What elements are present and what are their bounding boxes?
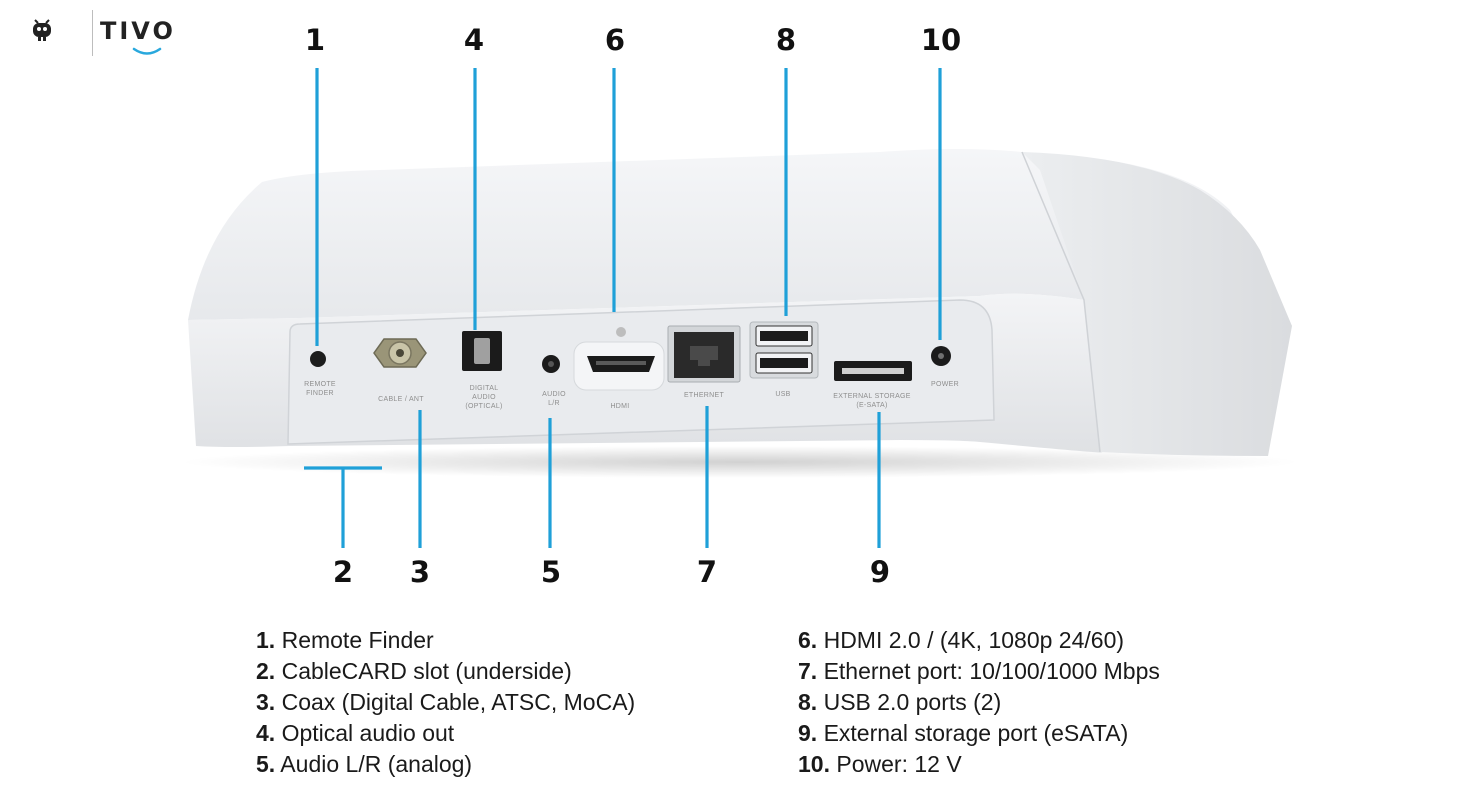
legend-item-text: Power: 12 V — [829, 751, 962, 777]
legend-item: 9. External storage port (eSATA) — [798, 718, 1160, 749]
device-top-surface — [188, 149, 1292, 326]
legend-item: 6. HDMI 2.0 / (4K, 1080p 24/60) — [798, 625, 1160, 656]
usb-label: USB — [775, 391, 791, 398]
audio-lr-label: AUDIO L/R — [542, 391, 566, 407]
legend-item-text: USB 2.0 ports (2) — [817, 689, 1002, 715]
legend-item: 3. Coax (Digital Cable, ATSC, MoCA) — [256, 687, 635, 718]
legend-item-text: HDMI 2.0 / (4K, 1080p 24/60) — [817, 627, 1125, 653]
legend-item-number: 4. — [256, 720, 276, 746]
legend-item-number: 3. — [256, 689, 276, 715]
coax-port — [373, 338, 427, 368]
callout-leader-lines — [304, 68, 942, 548]
callout-number-6: 6 — [604, 23, 626, 57]
legend-item-number: 9. — [798, 720, 818, 746]
cable-ant-label: CABLE / ANT — [378, 396, 424, 403]
callout-number-7: 7 — [696, 555, 718, 589]
device-rear-panel-diagram — [180, 68, 1300, 548]
ethernet-port — [667, 325, 741, 383]
legend-item-text: Remote Finder — [275, 627, 434, 653]
legend-item: 8. USB 2.0 ports (2) — [798, 687, 1160, 718]
hdmi-port — [573, 327, 665, 391]
legend-item-number: 10. — [798, 751, 830, 777]
callout-number-1: 1 — [304, 23, 326, 57]
ethernet-label: ETHERNET — [683, 392, 725, 399]
logo-swoosh-icon — [132, 47, 162, 55]
callout-number-2: 2 — [332, 555, 354, 589]
legend-item-number: 1. — [256, 627, 276, 653]
legend-item-text: Coax (Digital Cable, ATSC, MoCA) — [275, 689, 636, 715]
power-label: POWER — [931, 381, 959, 388]
logo-divider — [92, 10, 93, 56]
tivo-mascot-icon — [33, 19, 51, 41]
hdmi-label: HDMI — [610, 403, 630, 410]
legend-item: 2. CableCARD slot (underside) — [256, 656, 635, 687]
remote-finder-label: REMOTE FINDER — [304, 381, 336, 397]
legend-right-column: 6. HDMI 2.0 / (4K, 1080p 24/60) 7. Ether… — [798, 625, 1160, 780]
end-cap-seam — [1021, 151, 1101, 453]
optical-audio-port — [462, 331, 502, 371]
callout-number-4: 4 — [463, 23, 485, 57]
tivo-logo: TIVO — [32, 6, 182, 56]
legend-item-text: CableCARD slot (underside) — [275, 658, 572, 684]
legend-item: 1. Remote Finder — [256, 625, 635, 656]
legend-item: 4. Optical audio out — [256, 718, 635, 749]
usb-ports — [749, 321, 819, 379]
esata-port — [834, 361, 912, 381]
callout-number-3: 3 — [409, 555, 431, 589]
esata-label: EXTERNAL STORAGE (E-SATA) — [833, 393, 911, 409]
legend-item-number: 8. — [798, 689, 818, 715]
logo-wordmark: TIVO — [100, 17, 176, 45]
callout-number-10: 10 — [920, 23, 962, 57]
legend-item-text: External storage port (eSATA) — [817, 720, 1129, 746]
remote-finder-sensor — [310, 351, 326, 367]
legend-item-text: Audio L/R (analog) — [275, 751, 473, 777]
legend-item-text: Ethernet port: 10/100/1000 Mbps — [817, 658, 1160, 684]
legend-item: 7. Ethernet port: 10/100/1000 Mbps — [798, 656, 1160, 687]
legend-item-number: 2. — [256, 658, 276, 684]
callout-number-8: 8 — [775, 23, 797, 57]
legend-item-number: 7. — [798, 658, 818, 684]
audio-lr-jack — [542, 355, 560, 373]
digital-audio-label: DIGITAL AUDIO (OPTICAL) — [465, 385, 503, 410]
device-shadow — [180, 446, 1300, 478]
callout-number-9: 9 — [869, 555, 891, 589]
callout-number-5: 5 — [540, 555, 562, 589]
device-end-cap — [1022, 152, 1292, 456]
legend-item-text: Optical audio out — [275, 720, 455, 746]
legend-left-column: 1. Remote Finder 2. CableCARD slot (unde… — [256, 625, 635, 780]
legend-item: 10. Power: 12 V — [798, 749, 1160, 780]
power-jack — [931, 346, 951, 366]
legend-item-number: 6. — [798, 627, 818, 653]
legend-item-number: 5. — [256, 751, 276, 777]
legend-item: 5. Audio L/R (analog) — [256, 749, 635, 780]
